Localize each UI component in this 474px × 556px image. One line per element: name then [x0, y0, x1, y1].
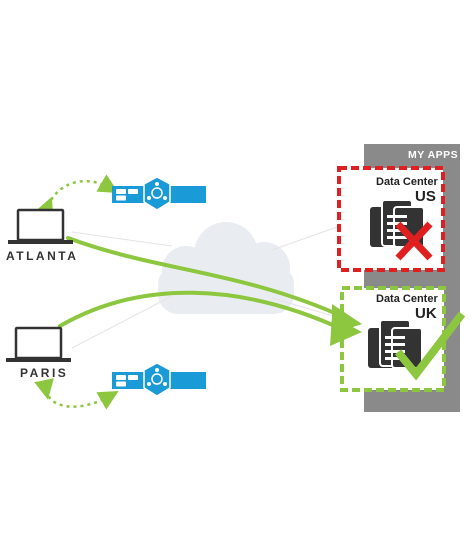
datacenter-us-line1: Data Center [376, 176, 438, 188]
atlanta-gateway-link [34, 174, 119, 220]
network-gateway-icon [112, 362, 206, 397]
datacenter-uk-line1: Data Center [376, 293, 438, 305]
laptop-icon [6, 326, 71, 362]
network-gateway-icon [112, 176, 206, 211]
cloud-icon [158, 222, 294, 314]
green-checkmark-icon [394, 311, 466, 381]
laptop-icon [8, 208, 73, 244]
location-label-paris: PARIS [20, 366, 69, 380]
location-label-atlanta: ATLANTA [6, 249, 79, 263]
connection-lines [71, 225, 341, 349]
paris-gateway-link [34, 378, 119, 410]
my-apps-title: MY APPS [408, 149, 459, 161]
traffic-arrows [58, 236, 348, 332]
datacenter-us-line2: US [415, 188, 436, 205]
red-x-icon [395, 221, 433, 261]
arrow-heads [330, 304, 362, 346]
datacenter-uk-line2: UK [415, 305, 437, 322]
